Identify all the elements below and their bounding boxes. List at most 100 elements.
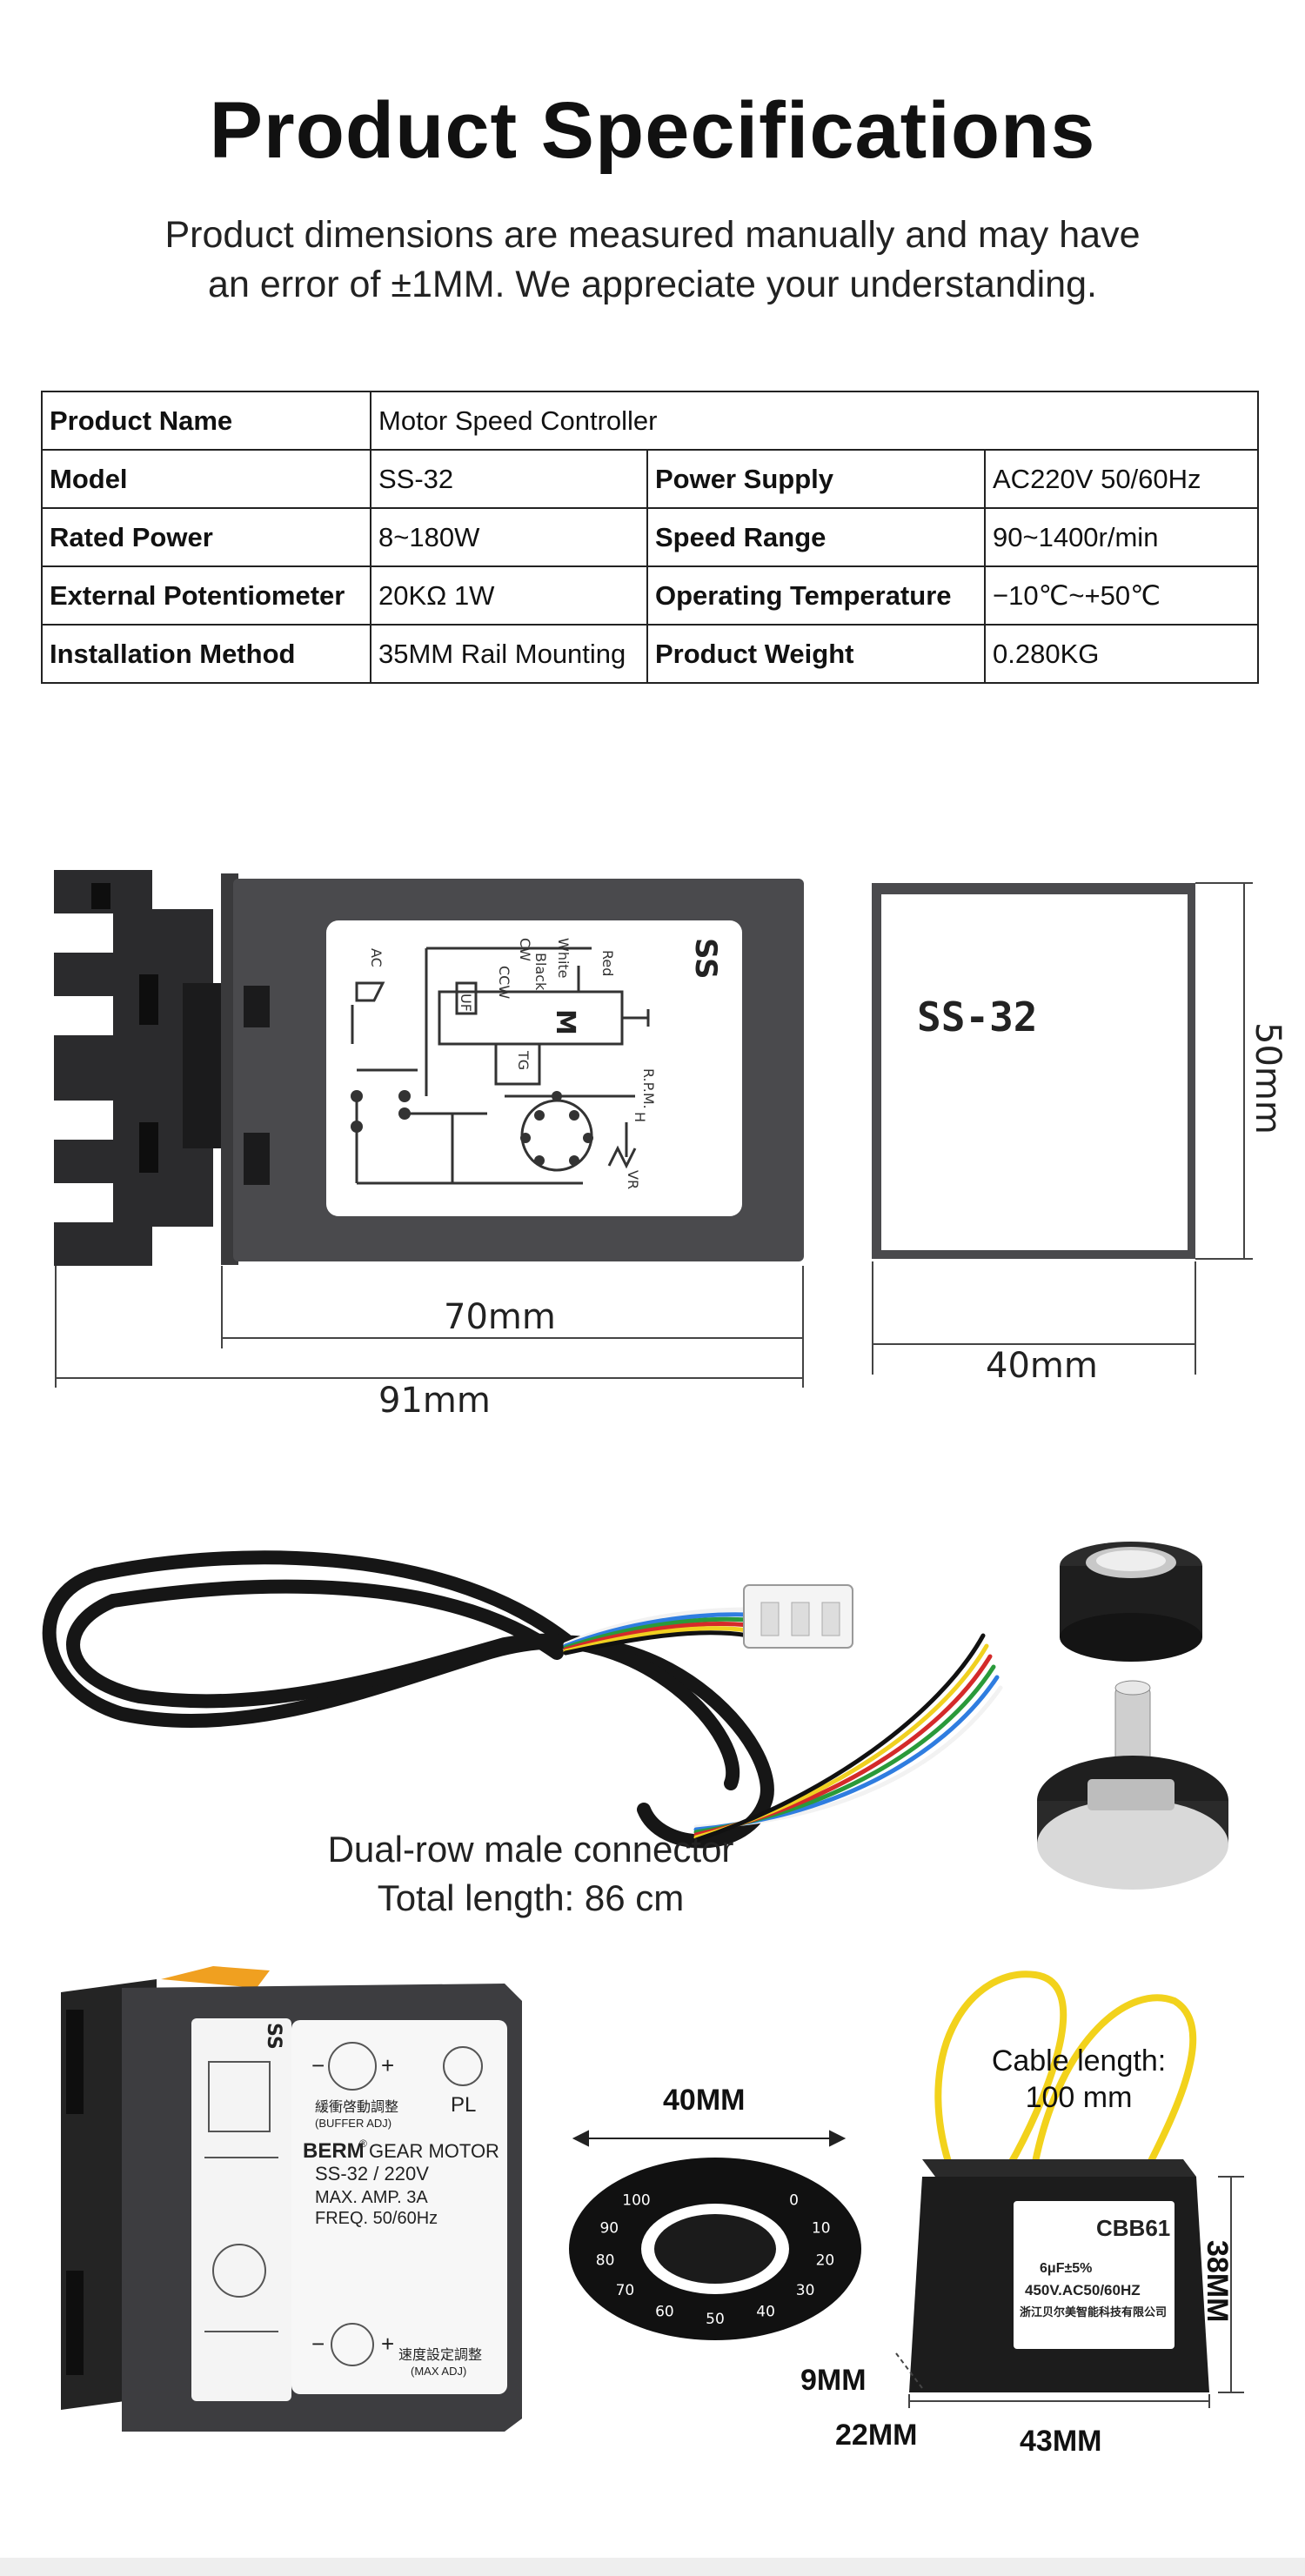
spec-value: 90~1400r/min [983,507,1260,567]
dim-width-inner: 70mm [444,1297,556,1337]
wiring-label-ac: AC [368,948,385,967]
wiring-label-vr: VR [625,1170,641,1189]
dial-size-label: 40MM [663,2084,746,2117]
page-title: Product Specifications [209,86,1096,175]
spec-label: External Potentiometer [41,565,371,626]
spec-label: Speed Range [646,507,986,567]
spec-value: 35MM Rail Mounting [370,624,648,684]
spec-label: Model [41,449,371,509]
connector-shape [743,1584,853,1649]
potentiometer-shape [1037,1680,1228,1890]
capacitor-illustration: CBB61 6μF±5% 450V.AC50/60HZ 浙江贝尔美智能科技有限公… [895,1970,1244,2408]
wire-to-connector [563,1612,751,1649]
dial-tick-label: 50 [706,2311,725,2328]
spec-table: Product Name Motor Speed Controller Mode… [41,391,1260,684]
spec-label: Product Weight [646,624,986,684]
wiring-label-ccw: CCW [496,966,512,999]
dim-depth: 40mm [986,1346,1098,1386]
din-socket-shape [54,870,222,1266]
max-adj: (MAX ADJ) [411,2365,466,2378]
spec-label: Operating Temperature [646,565,986,626]
cable-label-line-2: 100 mm [1025,2081,1133,2114]
wiring-label-cw: CW [517,938,533,961]
table-row: External Potentiometer 20KΩ 1W Operating… [41,565,1260,626]
capacitor-maker: 浙江贝尔美智能科技有限公司 [1020,2305,1167,2318]
dial-tick-label: 0 [789,2191,799,2209]
wire-to-connector [563,1626,751,1654]
dial-tick-label: 30 [796,2282,815,2299]
side-model-label: SS [263,2023,284,2050]
buffer-adj-cn: 緩衝啓動調整 [315,2099,398,2115]
spec-value: Motor Speed Controller [369,391,1260,451]
cable-caption: Dual-row male connector Total length: 86… [261,1825,800,1923]
page-subtitle: Product dimensions are measured manually… [113,211,1192,310]
controller-front-shape: SS-32 [872,883,1195,1259]
cable-caption-line-1: Dual-row male connector [327,1829,734,1870]
cable-illustration [42,1542,1228,1890]
capacitor-model: CBB61 [1096,2215,1170,2241]
spec-label: Installation Method [41,624,371,684]
table-row: Rated Power 8~180W Speed Range 90~1400r/… [41,507,1260,567]
spec-value: 0.280KG [983,624,1260,684]
wire-to-connector [563,1616,751,1650]
wiring-label-m: M [550,1009,580,1035]
spec-value: −10℃~+50℃ [983,565,1260,626]
table-row: Model SS-32 Power Supply AC220V 50/60Hz [41,449,1260,509]
model-number: SS-32 / 220V [315,2163,429,2185]
wiring-label-black: Black [532,953,549,991]
spec-label: Rated Power [41,507,371,567]
wiring-label-uf: UF [458,994,474,1012]
spec-value: 20KΩ 1W [370,565,648,626]
subtitle-line-1: Product dimensions are measured manually… [164,214,1141,256]
pl-label: PL [451,2093,476,2117]
brand-reg-mark: ® [359,2138,367,2150]
max-amp: MAX. AMP. 3A [315,2188,428,2207]
speed-adj-cn: 速度設定調整 [398,2347,482,2363]
dial-tick-label: 90 [599,2219,619,2237]
dial-tick-label: 40 [756,2303,775,2320]
capacitor-dim-height: 38MM [1201,2240,1234,2323]
buffer-adj-en: (BUFFER ADJ) [315,2117,392,2130]
buffer-plus-label: + [381,2052,394,2078]
speed-plus-label: + [381,2331,394,2357]
wiring-label-h: H [632,1112,648,1122]
wire-to-connector [563,1607,751,1647]
dial-tick-label: 20 [816,2252,835,2270]
dial-tick-label: 10 [812,2219,831,2237]
wiring-label-white: White [555,938,572,979]
capacitor-dim-depth: 9MM [800,2364,867,2397]
speed-minus-label: − [311,2331,325,2357]
loose-wire-end [693,1664,996,1835]
table-row: Product Name Motor Speed Controller [41,391,1260,451]
spec-value: AC220V 50/60Hz [983,449,1260,509]
bottom-band [0,2558,1305,2576]
dial-tick-label: 100 [622,2191,650,2209]
controller-illustration: SS − + PL 緩衝啓動調整 (BUFFER ADJ) BERM ® GEA… [61,1966,522,2432]
knob-shape [1060,1542,1202,1662]
capacitor-rating-1: 6μF±5% [1040,2261,1092,2276]
capacitor-dim-width: 22MM [835,2419,918,2452]
loose-wire-end [693,1643,989,1840]
dial-tick-label: 70 [616,2282,635,2299]
controller-side-shape: AC CCW CW Black White Red UF TG R.P.M. H… [221,873,804,1265]
brand-name: BERM [303,2139,365,2163]
dial-tick-label: 80 [596,2252,615,2270]
freq: FREQ. 50/60Hz [315,2209,438,2228]
wire-to-connector [563,1630,751,1656]
loose-wire-end [693,1685,1003,1830]
spec-label: Power Supply [646,449,986,509]
dim-height: 50mm [1248,1022,1288,1134]
wiring-label-tg: TG [515,1050,532,1070]
table-row: Installation Method 35MM Rail Mounting P… [41,624,1260,684]
model-line: GEAR MOTOR [369,2140,499,2162]
buffer-minus-label: − [311,2052,325,2078]
capacitor-dim-length: 43MM [1020,2425,1102,2458]
capacitor-rating-2: 450V.AC50/60HZ [1025,2282,1141,2298]
front-model-label: SS-32 [917,994,1037,1040]
capacitor-cable-label: Cable length: 100 mm [966,2043,1192,2116]
side-model-label: SS [688,938,723,979]
wiring-label-rpm: R.P.M. [640,1068,657,1109]
subtitle-line-2: an error of ±1MM. We appreciate your und… [208,264,1097,305]
wire-to-connector [563,1622,751,1652]
